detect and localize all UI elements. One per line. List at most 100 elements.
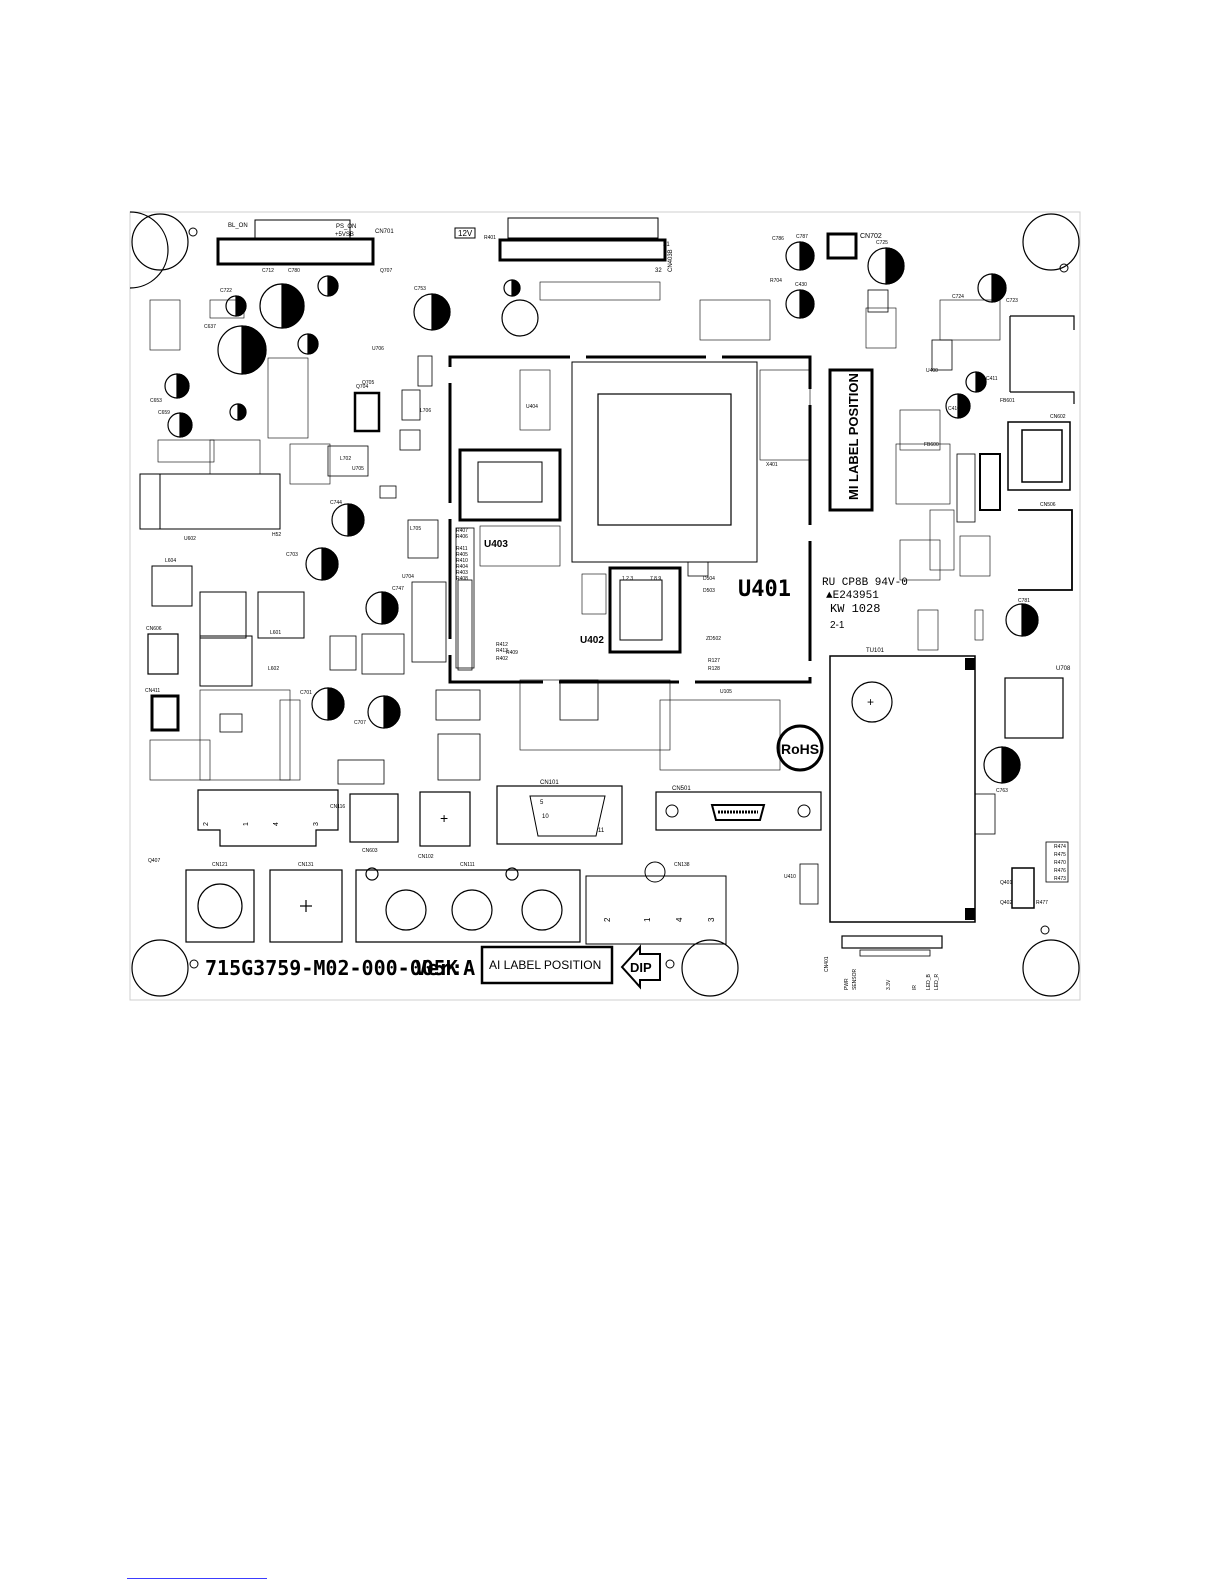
u402-label: U402 (580, 635, 604, 646)
cn411-label: CN411 (145, 688, 160, 694)
resistor-labels-r40x: R407 R406 R411 R405 R410 R404 R403 R408 (456, 528, 468, 582)
ai-label-text: AI LABEL POSITION (489, 958, 601, 972)
svg-text:1: 1 (643, 917, 652, 922)
svg-text:1: 1 (243, 822, 250, 826)
svg-text:C787: C787 (796, 234, 808, 240)
cn603-label: CN603 (362, 848, 378, 854)
svg-text:C781: C781 (1018, 598, 1030, 604)
cn606-label: CN606 (146, 626, 162, 632)
svg-text:R470: R470 (1054, 860, 1066, 866)
svg-text:FB601: FB601 (1000, 398, 1015, 404)
svg-text:C780: C780 (288, 268, 300, 274)
pin-32: 32 (655, 268, 662, 274)
connector-cn501 (655, 791, 822, 831)
svg-text:Q401: Q401 (1000, 880, 1012, 886)
cert-line-1: RU CP8B 94V-0 (822, 577, 908, 589)
svg-text:C747: C747 (392, 586, 404, 592)
pin-12v-box (454, 227, 476, 239)
svg-text:3: 3 (707, 917, 716, 922)
svg-text:R407: R407 (456, 528, 468, 534)
svg-text:R409: R409 (506, 650, 518, 656)
capacitor-labels: C712 C780 C722 C637 C653 C659 C753 C744 … (150, 234, 1030, 794)
pin-numbers-left-conn: 2 1 4 3 (203, 822, 320, 826)
ic-u403 (458, 448, 562, 522)
svg-text:2: 2 (203, 822, 210, 826)
pin-10: 10 (542, 814, 549, 820)
cn602-label: CN602 (1050, 414, 1066, 420)
connector-cn411 (150, 694, 180, 732)
connector-cn603 (419, 791, 471, 847)
h52-label: H52 (272, 532, 281, 538)
smd-part-clusters (149, 281, 1001, 781)
connector-cn506 (1018, 509, 1073, 591)
svg-text:C744: C744 (330, 500, 342, 506)
bottom-left-connector (197, 789, 339, 847)
cn603-plus: + (440, 810, 448, 826)
svg-text:R402: R402 (496, 656, 508, 662)
u708-label: U708 (1056, 666, 1071, 672)
cn138-label: CN138 (674, 862, 690, 868)
svg-text:R476: R476 (1054, 868, 1066, 874)
svg-text:R410: R410 (456, 558, 468, 564)
svg-text:C411: C411 (986, 376, 998, 382)
pin-bl-on: BL_ON (228, 223, 248, 229)
svg-text:IR: IR (912, 985, 918, 990)
svg-text:X401: X401 (766, 462, 778, 468)
pin-ps-on: PS_ON (336, 224, 356, 230)
cn701-label: CN701 (375, 229, 394, 235)
ai-label-box (480, 945, 614, 985)
svg-text:D503: D503 (703, 588, 715, 594)
svg-text:U404: U404 (526, 404, 538, 410)
cn403b-label: CN403B (668, 249, 674, 272)
cn506-label: CN506 (1040, 502, 1056, 508)
connector-cn403b (498, 217, 667, 262)
svg-text:L702: L702 (340, 456, 351, 462)
svg-text:3: 3 (313, 822, 320, 826)
svg-text:C722: C722 (220, 288, 232, 294)
svg-text:2: 2 (603, 917, 612, 922)
right-edge-connector (1009, 315, 1075, 404)
l604-label: L604 (165, 558, 176, 564)
electrolytic-capacitors (164, 241, 1039, 784)
svg-text:C703: C703 (286, 552, 298, 558)
cn101-label: CN101 (540, 780, 559, 786)
pin-31: 31 (663, 242, 670, 248)
svg-text:ZD502: ZD502 (706, 636, 721, 642)
tu101-label: TU101 (866, 648, 885, 654)
svg-text:Q402: Q402 (1000, 900, 1012, 906)
board-part-number: 715G3759-M02-000-005K (205, 956, 458, 980)
resistor-array (455, 527, 475, 671)
svg-text:D504: D504 (703, 576, 715, 582)
mi-label-text: MI LABEL POSITION (846, 373, 861, 500)
connector-cn131 (269, 869, 343, 943)
svg-text:C701: C701 (300, 690, 312, 696)
svg-text:Q707: Q707 (380, 268, 392, 274)
cn102-label: CN102 (418, 854, 434, 860)
svg-text:C653: C653 (150, 398, 162, 404)
u403-label: U403 (484, 539, 508, 550)
connector-cn138 (585, 861, 727, 945)
svg-text:R704: R704 (770, 278, 782, 284)
pin-123: 1 2 3 (622, 576, 633, 582)
svg-text:U704: U704 (402, 574, 414, 580)
board-outline (129, 211, 1081, 1001)
ic-u708 (1004, 677, 1064, 739)
svg-text:C786: C786 (772, 236, 784, 242)
svg-text:C430: C430 (795, 282, 807, 288)
svg-text:R413: R413 (496, 648, 508, 654)
pin-789: 7 8 9 (650, 576, 661, 582)
svg-text:R408: R408 (456, 576, 468, 582)
connector-cn702 (826, 232, 858, 260)
svg-text:R128: R128 (708, 666, 720, 672)
ic-u402 (608, 566, 682, 654)
svg-text:C637: C637 (204, 324, 216, 330)
dip-text: DIP (630, 960, 652, 975)
dip-arrow-icon (620, 944, 661, 990)
connector-cn701 (216, 219, 375, 266)
svg-text:R403: R403 (456, 570, 468, 576)
svg-text:C724: C724 (952, 294, 964, 300)
rohs-mark (776, 724, 824, 772)
svg-text:+: + (867, 695, 874, 709)
u401-label: U401 (738, 577, 791, 602)
rev-label: 2-1 (830, 620, 845, 631)
